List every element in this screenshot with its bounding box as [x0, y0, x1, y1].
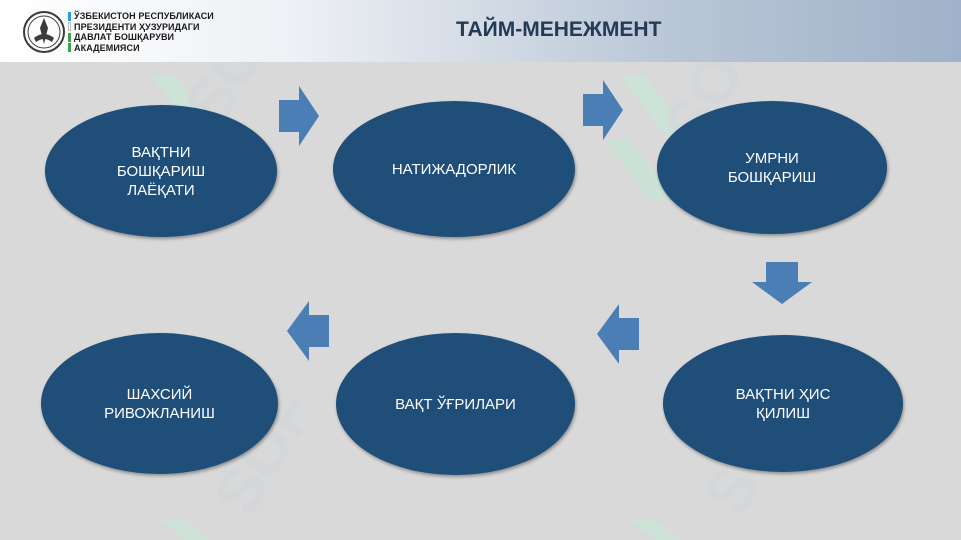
node-time-thieves: ВАҚТ ЎҒРИЛАРИ: [336, 333, 575, 475]
institution-line: АКАДЕМИЯСИ: [68, 43, 214, 54]
node-personal-development: ШАХСИЙ РИВОЖЛАНИШ: [41, 333, 278, 474]
institution-line: ДАВЛАТ БОШҚАРУВИ: [68, 32, 214, 43]
page-title: ТАЙМ-МЕНЕЖМЕНТ: [456, 18, 662, 41]
arrow-right-icon: [279, 86, 319, 146]
academy-emblem-icon: [23, 11, 65, 53]
arrow-down-icon: [752, 262, 812, 304]
arrow-right-icon: [583, 80, 623, 140]
institution-line: ЎЗБЕКИСТОН РЕСПУБЛИКАСИ: [68, 11, 214, 22]
header-band: [0, 0, 961, 62]
arrow-left-icon: [287, 301, 329, 361]
node-feeling-time: ВАҚТНИ ҲИС ҚИЛИШ: [663, 335, 903, 472]
node-life-management: УМРНИ БОШҚАРИШ: [657, 101, 887, 234]
node-effectiveness: НАТИЖАДОРЛИК: [333, 101, 575, 237]
institution-line: ПРЕЗИДЕНТИ ҲУЗУРИДАГИ: [68, 22, 214, 33]
arrow-left-icon: [597, 304, 639, 364]
node-time-management-ability: ВАҚТНИ БОШҚАРИШ ЛАЁҚАТИ: [45, 105, 277, 237]
institution-name: ЎЗБЕКИСТОН РЕСПУБЛИКАСИ ПРЕЗИДЕНТИ ҲУЗУР…: [68, 11, 214, 53]
